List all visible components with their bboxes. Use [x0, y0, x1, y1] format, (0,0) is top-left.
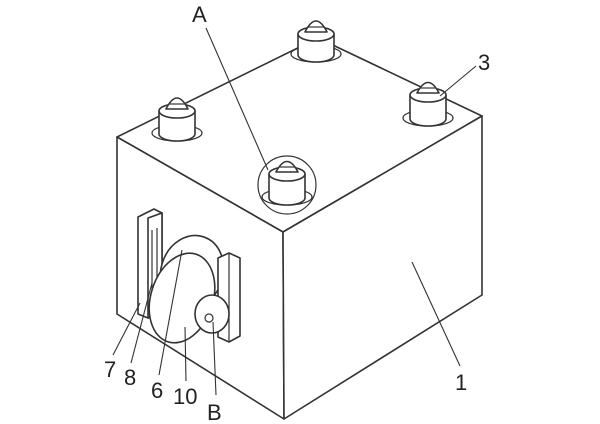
label-1: 1 [455, 370, 467, 395]
label-a: A [192, 2, 207, 27]
post-front [257, 155, 317, 215]
leader-3 [439, 65, 477, 97]
leader-7 [112, 302, 141, 356]
leader-a [205, 27, 269, 171]
leader-lines [112, 27, 477, 396]
label-8: 8 [124, 365, 136, 390]
label-b: B [207, 400, 222, 424]
post-right [402, 81, 454, 127]
label-7: 7 [104, 357, 116, 382]
knob-b [194, 294, 230, 334]
label-10: 10 [173, 384, 197, 409]
cube-right-face [282, 115, 483, 420]
leader-10 [184, 326, 187, 382]
labels: A 3 1 7 8 6 10 B [104, 2, 490, 424]
leader-8 [130, 282, 153, 364]
leader-1 [411, 261, 461, 367]
leader-6 [158, 249, 183, 376]
leader-b [212, 321, 217, 396]
label-6: 6 [151, 378, 163, 403]
post-back [290, 20, 342, 63]
label-3: 3 [478, 50, 490, 75]
detail-circle-a [257, 155, 317, 215]
post-left [151, 97, 203, 142]
side-mechanism [137, 208, 241, 344]
